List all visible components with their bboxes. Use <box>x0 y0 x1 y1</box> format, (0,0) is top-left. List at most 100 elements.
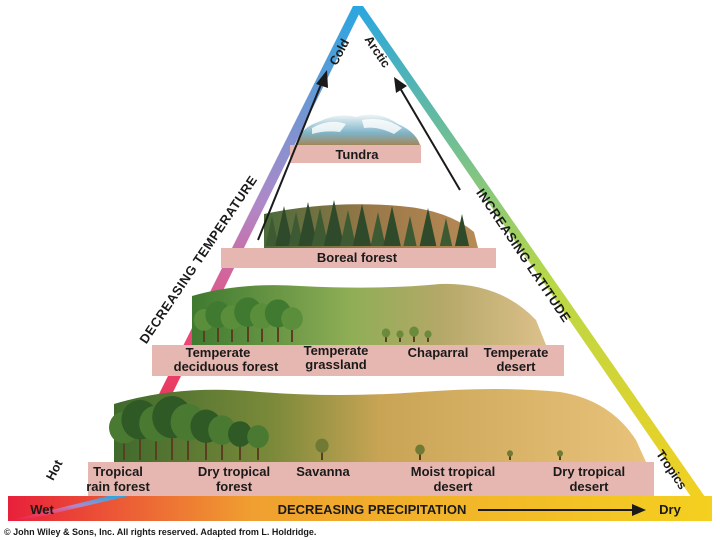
biome-temperate-deciduous-forest: Temperate deciduous forest <box>174 345 279 374</box>
tree-trunk <box>559 455 561 460</box>
right-edge <box>353 6 710 504</box>
tree-trunk <box>419 452 421 460</box>
tree-canopy <box>381 328 391 338</box>
biome-moist-tropical-desert: Moist tropical desert <box>411 464 496 494</box>
biome-temperate-grassland: Temperate grassland <box>304 343 369 372</box>
biome-tropical-rain-forest: Tropical rain forest <box>86 464 150 494</box>
bottom-edge <box>8 496 712 521</box>
svg-text:Savanna: Savanna <box>296 464 350 479</box>
tier-boreal-forest <box>221 200 496 268</box>
label-dry: Dry <box>659 502 681 517</box>
tree-trunk <box>247 319 249 342</box>
tree-trunk <box>187 431 189 460</box>
tree-canopy <box>424 330 432 339</box>
conifer-tree <box>454 214 470 246</box>
boreal-forest-band <box>221 248 496 268</box>
conifer-tree <box>298 202 318 246</box>
tier-tundra <box>290 114 421 163</box>
tree-canopy <box>396 330 404 339</box>
corner-hot: Hot <box>43 457 66 483</box>
svg-text:desert: desert <box>433 479 473 494</box>
tree-trunk <box>385 335 387 342</box>
temperature-arrow <box>257 70 328 241</box>
tree-trunk <box>205 434 207 460</box>
conifer-tree <box>419 208 437 246</box>
svg-text:desert: desert <box>569 479 609 494</box>
conifer-tree <box>439 218 453 246</box>
tropical-trees <box>109 395 563 460</box>
biome-temperate-desert: Temperate desert <box>484 345 549 374</box>
biome-dry-tropical-desert: Dry tropical desert <box>553 464 625 494</box>
label-wet: Wet <box>30 502 54 517</box>
svg-text:deciduous forest: deciduous forest <box>174 359 279 374</box>
conifer-tree <box>403 216 417 246</box>
tree-trunk <box>123 435 125 460</box>
biome-chaparral: Chaparral <box>408 345 469 360</box>
conifer-tree <box>383 206 401 246</box>
biome-dry-tropical-forest: Dry tropical forest <box>198 464 270 494</box>
tree-canopy <box>281 307 303 331</box>
conifer-tree <box>323 200 345 246</box>
conifer-tree <box>352 204 372 246</box>
tree-trunk <box>509 455 511 460</box>
tree-canopy <box>415 444 425 455</box>
tree-canopy <box>507 450 513 457</box>
tree-trunk <box>221 437 223 460</box>
conifer-tree <box>265 216 279 246</box>
tier-tropical <box>88 389 654 496</box>
tree-canopy <box>247 425 269 449</box>
tree-trunk <box>171 427 173 460</box>
tree-trunk <box>203 325 205 342</box>
tree-trunk <box>413 334 415 342</box>
tree-trunk <box>155 432 157 460</box>
tree-trunk <box>291 324 293 342</box>
tree-trunk <box>139 429 141 460</box>
tree-trunk <box>231 323 233 342</box>
tree-canopy <box>315 438 329 453</box>
tree-trunk <box>277 320 279 342</box>
tree-trunk <box>257 442 259 460</box>
boreal-trees <box>265 200 470 246</box>
latitude-arrow <box>394 77 461 191</box>
svg-text:Dry tropical: Dry tropical <box>198 464 270 479</box>
tundra-band <box>290 145 421 163</box>
conifer-tree <box>288 212 304 246</box>
biome-tundra: Tundra <box>335 147 379 162</box>
tropical-band <box>88 462 654 496</box>
tree-trunk <box>321 449 323 460</box>
conifer-tree <box>311 208 329 246</box>
tree-trunk <box>261 322 263 342</box>
svg-text:Temperate: Temperate <box>186 345 251 360</box>
tree-canopy <box>228 421 252 447</box>
tier-temperate <box>152 283 564 376</box>
temperate-band <box>152 345 564 376</box>
tree-canopy <box>409 326 419 337</box>
svg-text:Chaparral: Chaparral <box>408 345 469 360</box>
conifer-tree <box>340 210 356 246</box>
conifer-tree <box>275 206 293 246</box>
tree-trunk <box>427 336 429 342</box>
svg-text:Moist tropical: Moist tropical <box>411 464 496 479</box>
svg-text:forest: forest <box>216 479 253 494</box>
biome-boreal-forest: Boreal forest <box>317 250 398 265</box>
corner-cold: Cold <box>327 37 352 68</box>
svg-text:Tropical: Tropical <box>93 464 143 479</box>
tree-trunk <box>217 321 219 342</box>
svg-text:desert: desert <box>496 359 536 374</box>
svg-text:rain forest: rain forest <box>86 479 150 494</box>
tree-trunk <box>239 440 241 460</box>
biome-savanna: Savanna <box>296 464 350 479</box>
conifer-tree <box>370 212 386 246</box>
copyright-credit: © John Wiley & Sons, Inc. All rights res… <box>4 527 317 537</box>
svg-text:Temperate: Temperate <box>484 345 549 360</box>
svg-text:grassland: grassland <box>305 357 366 372</box>
precipitation-arrow <box>478 504 646 516</box>
bottom-left-corner <box>8 496 128 521</box>
label-decreasing-precipitation: DECREASING PRECIPITATION <box>278 502 467 517</box>
tree-canopy <box>557 450 563 457</box>
svg-text:Dry tropical: Dry tropical <box>553 464 625 479</box>
tree-trunk <box>399 336 401 342</box>
temperate-trees <box>193 297 432 342</box>
svg-text:Temperate: Temperate <box>304 343 369 358</box>
